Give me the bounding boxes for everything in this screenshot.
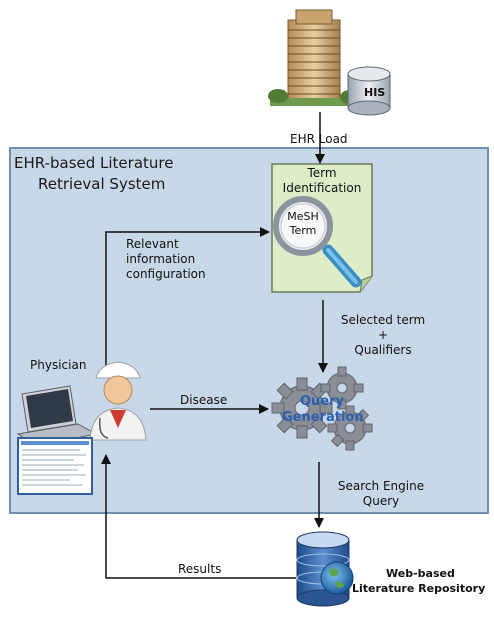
literature-repository-database-icon xyxy=(296,531,354,607)
results-label: Results xyxy=(178,562,222,576)
query-generation-line1: Query xyxy=(299,394,344,409)
selected-term-line2: + xyxy=(377,328,389,342)
physician-icon xyxy=(89,361,147,441)
search-results-screenshot xyxy=(17,437,93,495)
physician-label: Physician xyxy=(30,358,87,372)
search-engine-query-line2: Query xyxy=(362,494,400,508)
system-title-line2: Retrieval System xyxy=(38,175,166,193)
disease-label: Disease xyxy=(180,393,228,407)
term-identification-title-line2: Identification xyxy=(282,181,362,195)
magnifier-icon xyxy=(273,196,362,288)
relevant-info-line1: Relevant xyxy=(126,237,179,251)
query-generation-line2: Generation xyxy=(282,410,364,425)
relevant-information-arrow xyxy=(105,227,270,378)
his-label: HIS xyxy=(364,86,386,99)
selected-term-line1: Selected term xyxy=(340,313,426,327)
relevant-info-line2: information xyxy=(126,252,196,266)
selected-term-line3: Qualifiers xyxy=(354,343,412,357)
mesh-term-line1: MeSH xyxy=(287,210,319,223)
search-engine-query-line1: Search Engine xyxy=(337,479,425,493)
repository-line1: Web-based xyxy=(386,567,455,580)
system-title-line1: EHR-based Literature xyxy=(14,154,174,172)
his-database-icon xyxy=(347,66,391,116)
relevant-info-line3: configuration xyxy=(126,267,206,281)
mesh-term-line2: Term xyxy=(289,224,317,237)
results-arrow xyxy=(101,454,296,579)
repository-line2: Literature Repository xyxy=(352,582,486,595)
term-identification-title-line1: Term xyxy=(307,166,337,180)
ehr-load-label: EHR Load xyxy=(290,132,348,146)
query-generation-gears-icon xyxy=(271,366,373,451)
hospital-building-icon xyxy=(268,9,360,106)
